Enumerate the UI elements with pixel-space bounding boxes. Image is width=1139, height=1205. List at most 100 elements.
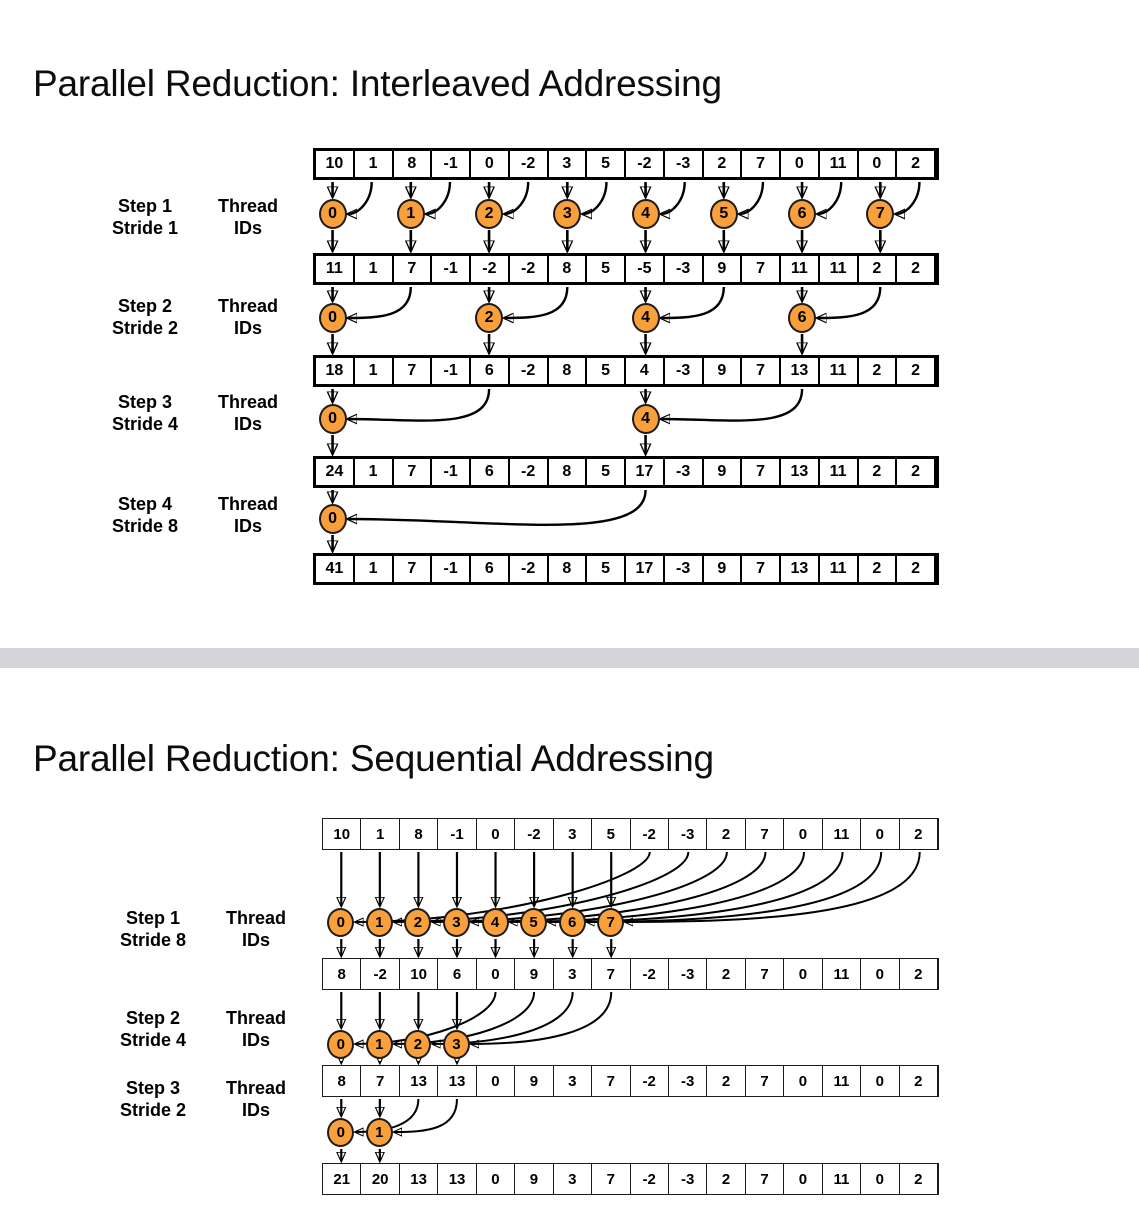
array-cell: 8 (548, 556, 588, 582)
array-cell: -2 (509, 556, 549, 582)
array-cell: 2 (707, 819, 746, 849)
array-cell: 2 (897, 256, 936, 282)
array-cell: -3 (668, 1164, 708, 1194)
array-cell: 2 (858, 358, 898, 384)
thread-id-circle: 5 (709, 199, 738, 229)
array-cell: 1 (354, 556, 394, 582)
array-cell: -2 (630, 819, 669, 849)
array-cell: 3 (553, 959, 593, 989)
array-cell: 13 (438, 1164, 477, 1194)
step-number: Step 1 (117, 196, 173, 216)
array-cell: 6 (471, 459, 510, 485)
array-cell: 8 (393, 151, 433, 177)
array-cell: 9 (515, 1066, 554, 1096)
array-cell: 11 (819, 151, 859, 177)
array-cell: 0 (476, 959, 516, 989)
array-cell: 3 (553, 819, 593, 849)
array-cell: -1 (432, 358, 471, 384)
step-number: Step 1 (125, 908, 181, 928)
array-cell: 13 (399, 1164, 439, 1194)
step-stride: Stride 8 (111, 515, 179, 536)
thread-id-circle: 4 (631, 404, 660, 434)
thread-id-circle: 0 (318, 303, 347, 333)
array-cell: 8 (548, 459, 588, 485)
array-cell: 7 (592, 959, 631, 989)
thread-id-circle: 2 (475, 199, 504, 229)
thread-id-circle: 1 (365, 908, 393, 937)
thread-word: Thread (217, 296, 278, 316)
array-cell: 7 (745, 1066, 785, 1096)
array-cell: 0 (476, 1066, 516, 1096)
step-number: Step 4 (117, 494, 173, 514)
array-cell: 0 (861, 1164, 900, 1194)
array-cell: 1 (354, 459, 394, 485)
slide-sequential-addressing: Parallel Reduction: Sequential Addressin… (0, 668, 1139, 1205)
ids-word: IDs (233, 515, 262, 536)
array-cell: 11 (819, 256, 859, 282)
array-cell: 11 (316, 256, 355, 282)
array-cell: 0 (784, 1066, 823, 1096)
ids-word: IDs (241, 1099, 270, 1120)
thread-id-circle: 7 (866, 199, 895, 229)
array-cell: 7 (745, 959, 785, 989)
array-cell: 0 (861, 819, 900, 849)
array-cell: -2 (630, 959, 669, 989)
step-stride: Stride 8 (119, 929, 187, 950)
array-cell: 6 (471, 358, 510, 384)
array-cell: 7 (393, 358, 433, 384)
thread-id-circle: 2 (475, 303, 504, 333)
array-cell: 7 (745, 819, 785, 849)
array-cell: 7 (742, 256, 781, 282)
array-cell: 2 (899, 819, 938, 849)
thread-word: Thread (217, 392, 278, 412)
array-cell: 11 (822, 959, 862, 989)
array-cell: -3 (664, 459, 704, 485)
array-cell: 7 (745, 1164, 785, 1194)
array-cell: -1 (432, 459, 471, 485)
array-cell: -2 (630, 1164, 669, 1194)
array-cell: 7 (742, 358, 781, 384)
thread-id-circle: 0 (318, 199, 347, 229)
array-cell: -3 (664, 256, 704, 282)
array-cell: -1 (432, 151, 471, 177)
step-number: Step 2 (125, 1008, 181, 1028)
array-cell: 9 (703, 256, 743, 282)
array-cell: 7 (592, 1066, 631, 1096)
array-cell: 7 (393, 556, 433, 582)
array-cell: 10 (316, 151, 355, 177)
array-cell: 7 (742, 151, 781, 177)
array-cell: 2 (707, 1066, 746, 1096)
step-number: Step 3 (117, 392, 173, 412)
array-cell: 5 (587, 256, 626, 282)
array-cell: 20 (361, 1164, 400, 1194)
array-cell: 10 (399, 959, 439, 989)
page-title: Parallel Reduction: Interleaved Addressi… (33, 62, 722, 104)
array-cell: 41 (316, 556, 355, 582)
step-number: Step 2 (117, 296, 173, 316)
array-cell: -1 (438, 819, 477, 849)
array-cell: 8 (548, 358, 588, 384)
array-cell: 18 (316, 358, 355, 384)
thread-id-circle: 5 (520, 908, 548, 937)
array-cell: 17 (626, 556, 665, 582)
array-cell: 4 (626, 358, 665, 384)
array-cell: 9 (703, 459, 743, 485)
ids-word: IDs (241, 929, 270, 950)
array-cell: -2 (630, 1066, 669, 1096)
thread-id-circle: 4 (631, 303, 660, 333)
array-cell: -2 (626, 151, 665, 177)
array-cell: 0 (858, 151, 898, 177)
array-cell: 11 (822, 1066, 862, 1096)
thread-id-circle: 3 (442, 1030, 470, 1059)
